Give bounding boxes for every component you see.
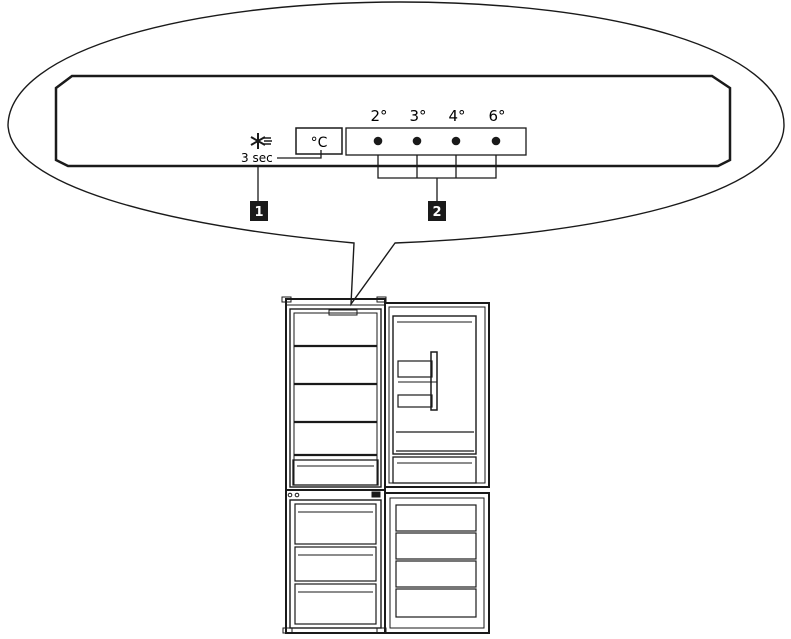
led-dot-icon bbox=[451, 136, 461, 146]
unit-button-label: °C bbox=[311, 135, 328, 151]
temp-label-2: 2° bbox=[370, 107, 387, 125]
fridge-door bbox=[384, 302, 490, 488]
door-bin bbox=[397, 394, 433, 408]
freezer-compartment bbox=[285, 489, 386, 634]
temp-label-4: 4° bbox=[448, 107, 465, 125]
hold-duration-label: 3 sec bbox=[241, 151, 273, 165]
fridge-illustration bbox=[281, 296, 490, 634]
led-dot-icon bbox=[491, 136, 501, 146]
unit-button[interactable] bbox=[295, 127, 343, 155]
callout-2-label: 2 bbox=[432, 205, 441, 220]
callout-2-badge bbox=[428, 201, 446, 221]
led-dot-icon bbox=[412, 136, 422, 146]
callout-1-badge bbox=[250, 201, 268, 221]
fridge-compartment bbox=[289, 308, 382, 488]
led-dot-icon bbox=[373, 136, 383, 146]
freezer-door bbox=[384, 492, 490, 634]
hold-bracket bbox=[277, 150, 322, 159]
control-panel-strip bbox=[54, 74, 732, 168]
callout-1-label: 1 bbox=[254, 205, 263, 220]
temp-label-3: 3° bbox=[409, 107, 426, 125]
snowflake-icon bbox=[250, 133, 272, 149]
indicator-bracket bbox=[377, 155, 497, 201]
crisper-drawer bbox=[292, 459, 379, 486]
temp-label-6: 6° bbox=[488, 107, 505, 125]
door-bin bbox=[397, 360, 433, 378]
